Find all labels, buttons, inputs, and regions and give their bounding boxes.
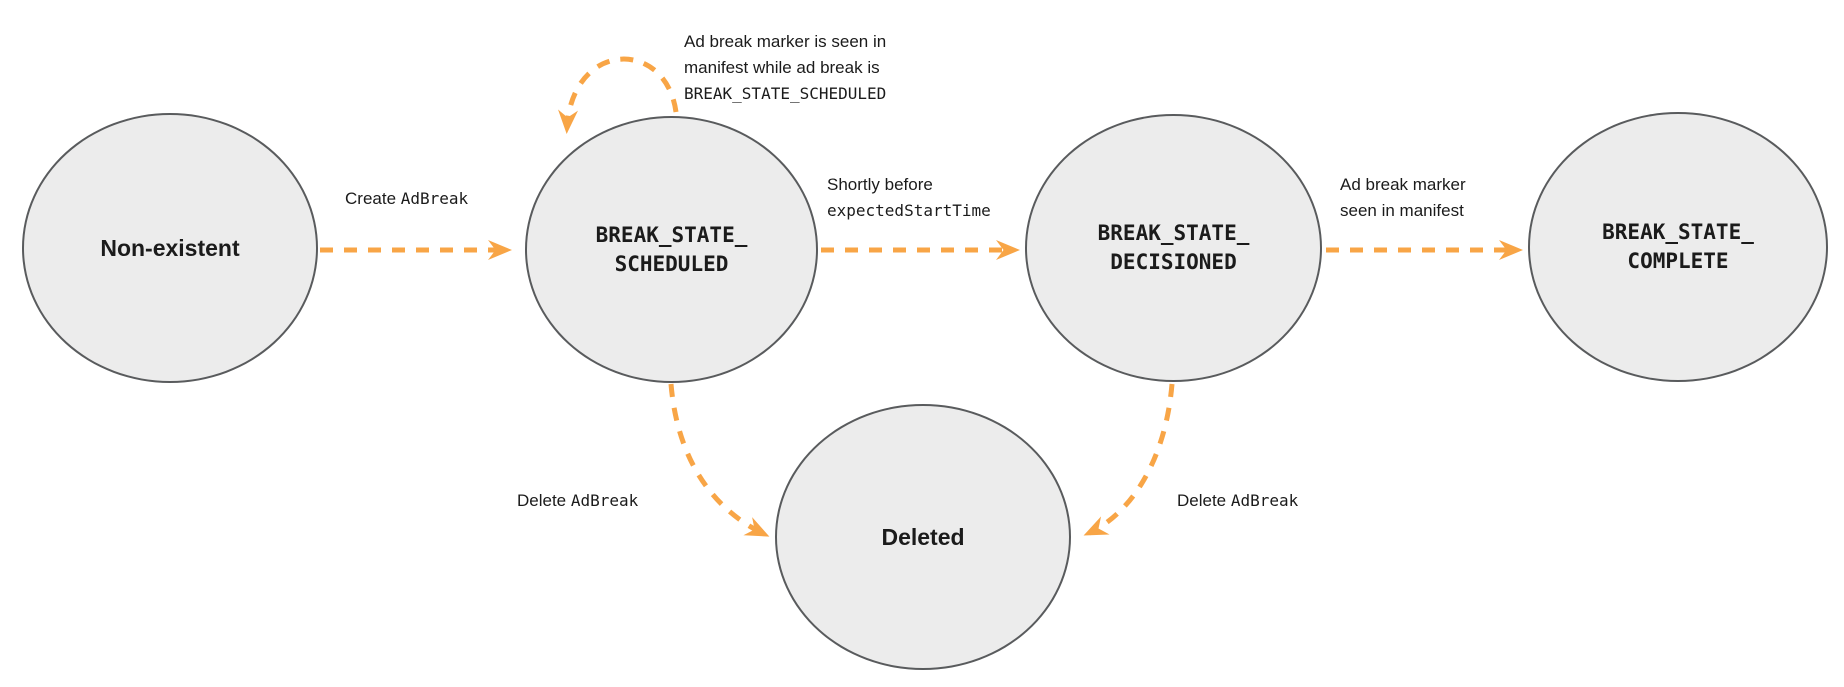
label-create-adbreak-sans: Create [345,189,401,208]
edge-delete-from-decisioned [1083,383,1175,536]
edge-delete-from-scheduled [668,383,770,537]
state-non-existent-label: Non-existent [100,234,240,261]
label-marker-seen: Ad break marker seen in manifest [1340,172,1466,224]
state-break-state-decisioned: BREAK_STATE_ DECISIONED [1025,114,1322,382]
state-non-existent: Non-existent [22,113,318,383]
state-break-state-complete: BREAK_STATE_ COMPLETE [1528,112,1828,382]
label-self-loop-line1: Ad break marker is seen in [684,32,887,51]
label-delete-right-mono: AdBreak [1230,491,1299,510]
label-delete-left-mono: AdBreak [570,491,639,510]
label-create-adbreak-mono: AdBreak [400,189,469,208]
label-delete-left-sans: Delete [517,491,571,510]
state-deleted-label: Deleted [881,523,965,550]
label-delete-right-sans: Delete [1177,491,1231,510]
label-self-loop: Ad break marker is seen in manifest whil… [684,29,886,107]
state-break-state-decisioned-label: BREAK_STATE_ DECISIONED [1097,221,1250,274]
edge-self-loop-scheduled [558,56,679,134]
state-deleted: Deleted [775,404,1071,670]
label-self-loop-line3: BREAK_STATE_SCHEDULED [684,84,887,103]
label-shortly-before-line2: expectedStartTime [827,201,991,220]
state-break-state-scheduled-label: BREAK_STATE_ SCHEDULED [595,222,748,276]
label-delete-adbreak-right: Delete AdBreak [1177,488,1298,514]
label-delete-adbreak-left: Delete AdBreak [517,488,638,514]
label-shortly-before-line1: Shortly before [827,175,933,194]
state-break-state-scheduled: BREAK_STATE_ SCHEDULED [525,116,818,383]
state-break-state-complete-label: BREAK_STATE_ COMPLETE [1602,220,1754,273]
label-marker-seen-line2: seen in manifest [1340,201,1464,220]
label-self-loop-line2: manifest while ad break is [684,58,880,77]
label-marker-seen-line1: Ad break marker [1340,175,1466,194]
label-shortly-before: Shortly before expectedStartTime [827,172,991,224]
label-create-adbreak: Create AdBreak [345,186,468,212]
